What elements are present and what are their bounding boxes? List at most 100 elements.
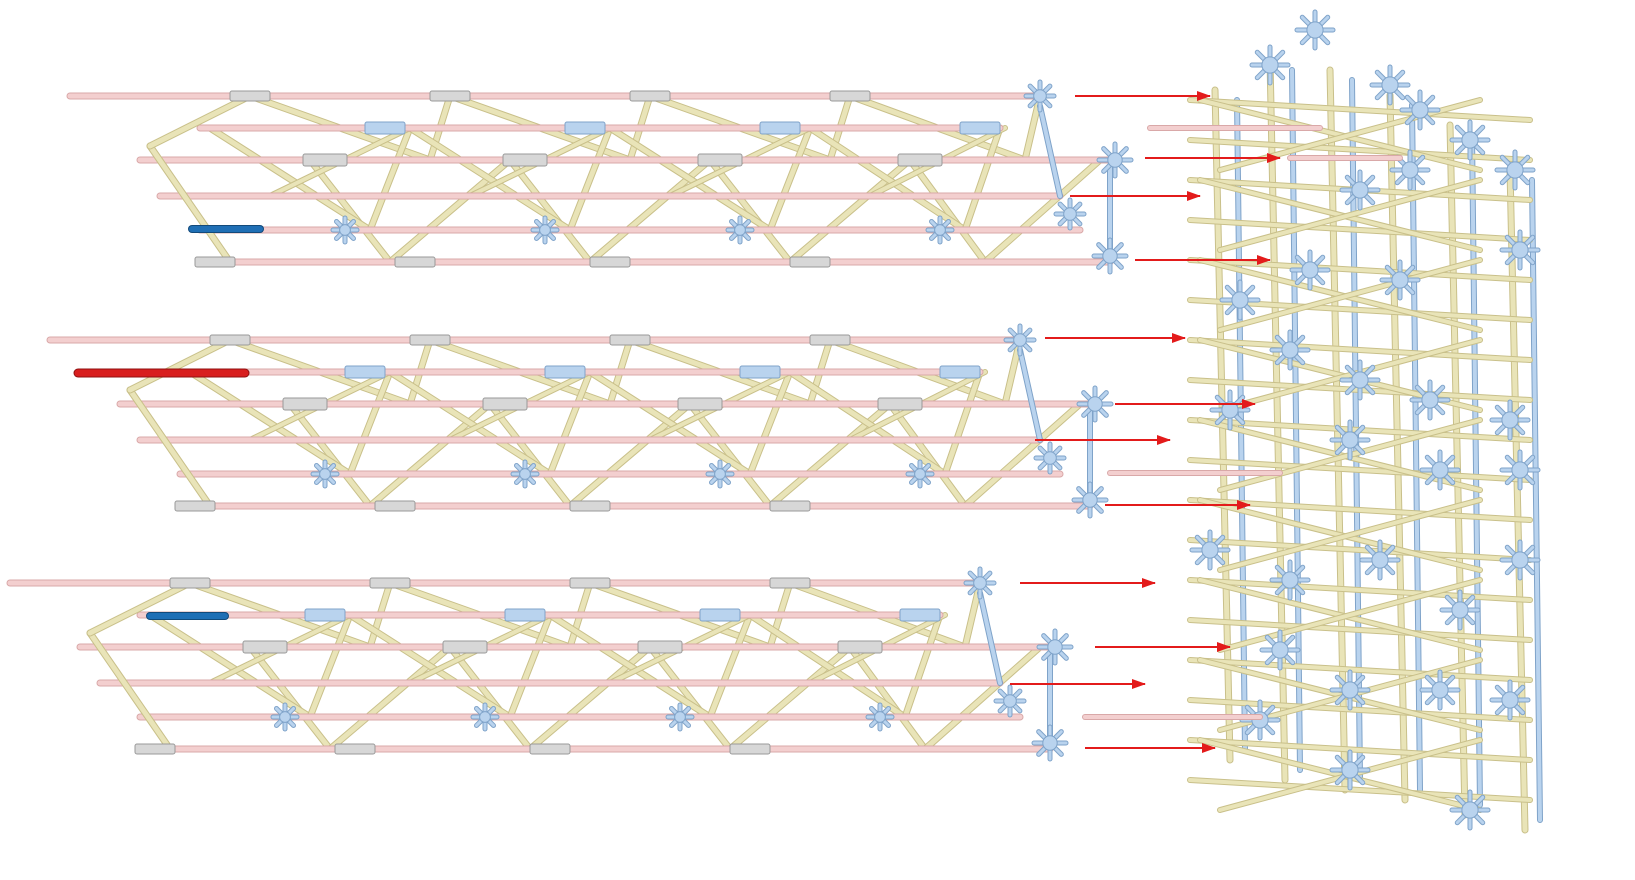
end-strut	[86, 629, 174, 753]
end-strut	[146, 142, 234, 266]
tower-post	[1409, 102, 1423, 793]
tower-post	[1506, 166, 1529, 834]
tower-connector-icon	[1189, 529, 1231, 571]
connector-block	[589, 256, 631, 268]
connector-block	[897, 153, 943, 167]
diagonal-strut	[886, 400, 969, 510]
connector-block	[677, 397, 723, 411]
diagonal-strut	[961, 124, 1004, 234]
connector-icon	[865, 702, 895, 732]
tower-beam	[1187, 737, 1533, 763]
diagonal-strut	[706, 156, 794, 266]
connector-block	[544, 365, 586, 379]
end-strut	[86, 579, 194, 637]
tower-brace	[1217, 337, 1483, 413]
connector-block	[134, 743, 176, 755]
connector-block	[209, 334, 251, 346]
connector-icon	[470, 702, 500, 732]
truss-modules	[6, 79, 1134, 762]
diagonal-strut	[386, 368, 554, 478]
truss-module-middle	[46, 323, 1114, 519]
connector-icon	[1031, 724, 1069, 762]
connector-icon	[330, 215, 360, 245]
diagonal-strut	[366, 124, 414, 234]
connector-block	[529, 743, 571, 755]
diagonal-strut	[901, 611, 944, 721]
diagonal-strut	[406, 124, 574, 234]
connector-block	[302, 153, 348, 167]
end-post	[1037, 103, 1063, 199]
tower-beam	[1187, 217, 1533, 243]
connector-icon	[1071, 481, 1109, 519]
connector-icon	[1076, 385, 1114, 423]
diagonal-strut	[546, 611, 714, 721]
diagonal-strut	[726, 643, 854, 753]
connector-block	[939, 365, 981, 379]
connector-block	[504, 608, 546, 622]
diagonal-strut	[786, 368, 949, 478]
connector-icon	[270, 702, 300, 732]
tower-beam	[1187, 777, 1533, 803]
diagonal-strut	[546, 368, 594, 478]
connector-block	[369, 577, 411, 589]
tower-beam	[1187, 617, 1533, 643]
end-strut	[126, 336, 234, 394]
connector-block	[374, 500, 416, 512]
diagonal-strut	[526, 643, 654, 753]
connector-icon	[963, 566, 997, 600]
connector-block	[304, 608, 346, 622]
connector-block	[229, 90, 271, 102]
diagonal-strut	[586, 156, 714, 266]
connector-block	[637, 640, 683, 654]
diagonal-strut	[146, 611, 314, 721]
tower-brace	[1217, 577, 1483, 653]
diagonal-strut	[746, 611, 909, 721]
connector-block	[959, 121, 1001, 135]
truss-module-top	[66, 79, 1134, 275]
diagonal-strut	[786, 156, 914, 266]
tower-beam	[1187, 657, 1533, 683]
connector-block	[759, 121, 801, 135]
diagonal-strut	[941, 368, 984, 478]
connector-icon	[1091, 237, 1129, 275]
end-strut	[126, 386, 214, 510]
tower-connector-icon	[1419, 449, 1461, 491]
connector-block	[482, 397, 528, 411]
connector-block	[809, 334, 851, 346]
connector-block	[564, 121, 606, 135]
connector-block	[169, 577, 211, 589]
connector-block	[442, 640, 488, 654]
connector-block	[769, 577, 811, 589]
tower-connector-icon	[1259, 629, 1301, 671]
tower-connector-icon	[1219, 279, 1261, 321]
tower-connector-icon	[1379, 259, 1421, 301]
tower-connector-icon	[1289, 249, 1331, 291]
connector-icon	[310, 459, 340, 489]
connector-block	[789, 256, 831, 268]
tower-brace	[1217, 177, 1483, 253]
tower-connector-icon	[1369, 64, 1411, 106]
diagonal-strut	[346, 611, 514, 721]
tower-connector-icon	[1359, 539, 1401, 581]
connector-icon	[1096, 141, 1134, 179]
diagonal-strut	[846, 643, 929, 753]
connector-icon	[665, 702, 695, 732]
tower-brace	[1217, 497, 1483, 573]
end-strut	[146, 92, 254, 150]
connector-block	[629, 90, 671, 102]
diagonal-strut	[346, 368, 394, 478]
diagonal-strut	[326, 643, 454, 753]
tower-connector-icon	[1499, 229, 1541, 271]
connector-block	[569, 500, 611, 512]
diagonal-strut	[506, 156, 594, 266]
tower-connector-icon	[1439, 589, 1481, 631]
diagonal-strut	[306, 611, 354, 721]
diagonal-strut	[206, 124, 374, 234]
connector-icon	[1033, 441, 1067, 475]
tower-connector-icon	[1269, 329, 1311, 371]
connector-block	[699, 608, 741, 622]
tower-beam	[1187, 137, 1533, 163]
diagonal-strut	[806, 124, 969, 234]
diagonal-strut	[921, 643, 1044, 753]
diagonal-strut	[566, 400, 694, 510]
